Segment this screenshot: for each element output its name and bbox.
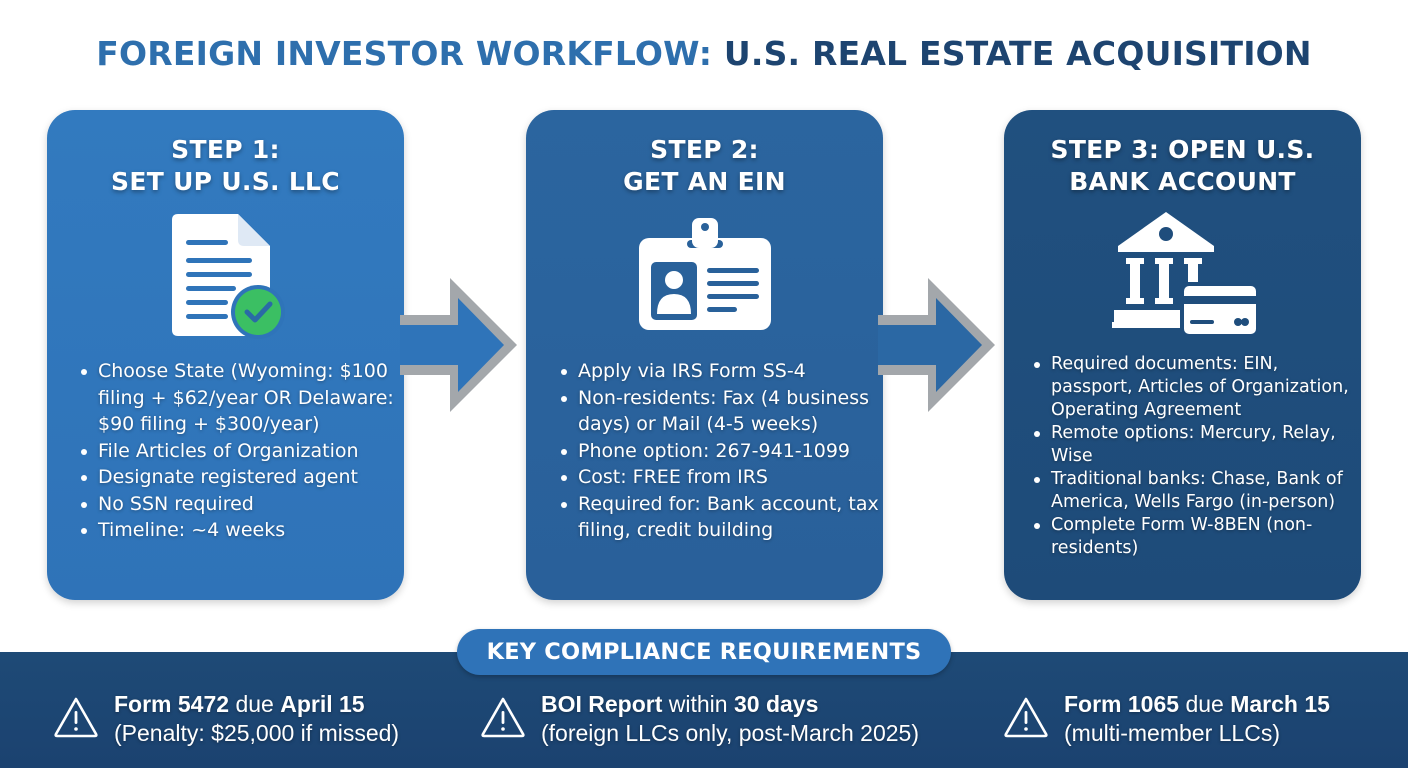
list-item: Choose State (Wyoming: $100 filing + $62… [79,358,399,438]
list-item: Required documents: EIN, passport, Artic… [1032,353,1357,422]
bank-card-icon [1111,212,1258,336]
step-2-bullets: Apply via IRS Form SS-4 Non-residents: F… [559,358,879,544]
list-item: Complete Form W-8BEN (non-residents) [1032,514,1357,560]
arrow-right-icon [400,278,517,412]
requirement-deadline: 30 days [733,691,819,717]
step-3-heading: STEP 3: OPEN U.S. BANK ACCOUNT [1004,134,1361,198]
step-3-card: STEP 3: OPEN U.S. BANK ACCOUNT Required … [1004,110,1361,600]
requirement-connector: within [662,691,734,717]
list-item: Timeline: ~4 weeks [79,517,399,544]
requirement-note: (Penalty: $25,000 if missed) [114,720,400,746]
list-item: File Articles of Organization [79,438,399,465]
list-item: Traditional banks: Chase, Bank of Americ… [1032,468,1357,514]
list-item: Cost: FREE from IRS [559,464,879,491]
arrow-right-icon [878,278,995,412]
requirement-note: (foreign LLCs only, post-March 2025) [541,720,919,746]
step-2-label: STEP 2: [650,135,759,164]
requirement-deadline: March 15 [1230,691,1330,717]
list-item: Required for: Bank account, tax filing, … [559,491,879,544]
step-1-card: STEP 1: SET UP U.S. LLC Choose State (Wy… [47,110,404,600]
step-1-heading: STEP 1: SET UP U.S. LLC [47,134,404,198]
step-2-title: GET AN EIN [623,167,786,196]
warning-icon [54,697,98,738]
page-title: FOREIGN INVESTOR WORKFLOW: U.S. REAL EST… [0,34,1408,73]
list-item: Non-residents: Fax (4 business days) or … [559,385,879,438]
title-part-acquisition: U.S. REAL ESTATE ACQUISITION [712,34,1312,73]
warning-icon [481,697,525,738]
step-2-card: STEP 2: GET AN EIN Apply via IRS Form SS… [526,110,883,600]
list-item: No SSN required [79,491,399,518]
list-item: Apply via IRS Form SS-4 [559,358,879,385]
step-1-title: SET UP U.S. LLC [111,167,340,196]
requirement-connector: due [1179,691,1231,717]
list-item: Designate registered agent [79,464,399,491]
document-check-icon [171,214,285,339]
step-3-bullets: Required documents: EIN, passport, Artic… [1032,353,1357,560]
step-1-bullets: Choose State (Wyoming: $100 filing + $62… [79,358,399,544]
requirement-name: BOI Report [541,691,663,717]
requirement-name: Form 1065 [1064,691,1180,717]
requirement-deadline: April 15 [280,691,365,717]
step-3-title: BANK ACCOUNT [1069,167,1296,196]
warning-icon [1004,697,1048,738]
id-badge-icon [638,218,771,330]
requirement-name: Form 5472 [114,691,230,717]
step-1-label: STEP 1: [171,135,280,164]
list-item: Phone option: 267-941-1099 [559,438,879,465]
requirement-connector: due [229,691,281,717]
step-2-heading: STEP 2: GET AN EIN [526,134,883,198]
title-part-workflow: FOREIGN INVESTOR WORKFLOW: [96,34,713,73]
compliance-heading: KEY COMPLIANCE REQUIREMENTS [457,629,951,675]
step-3-label: STEP 3: OPEN U.S. [1050,135,1315,164]
requirement-note: (multi-member LLCs) [1064,720,1280,746]
list-item: Remote options: Mercury, Relay, Wise [1032,422,1357,468]
